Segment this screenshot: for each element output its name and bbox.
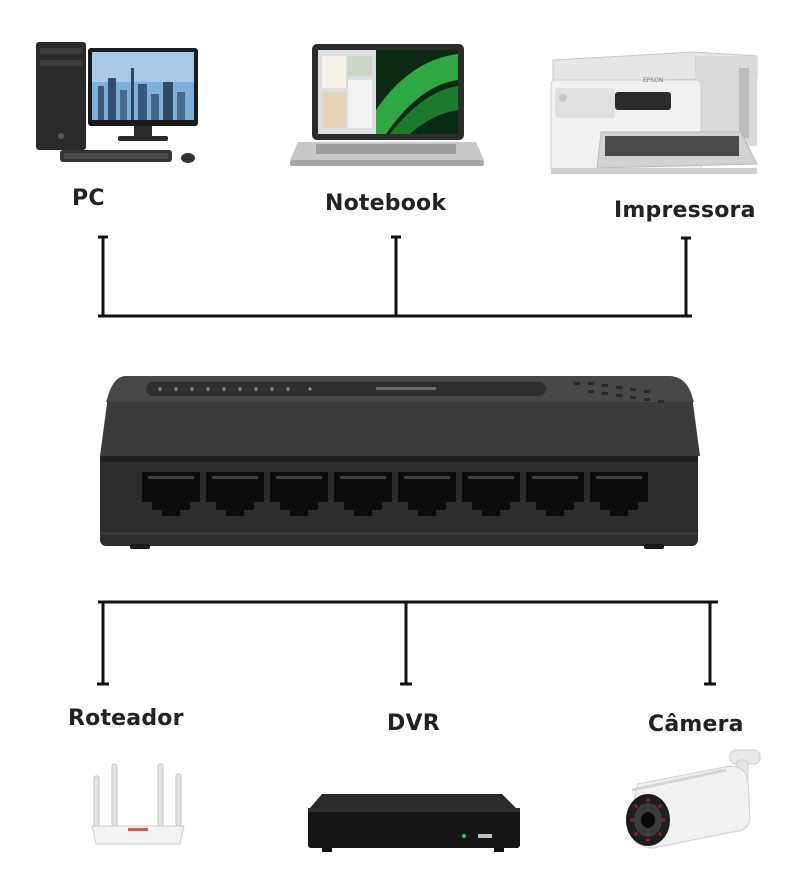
dvr-device [302,790,524,856]
switch-port-5 [398,472,456,516]
notebook-device [290,40,485,178]
switch-port-3 [270,472,328,516]
switch-port-7 [526,472,584,516]
network-switch [96,372,702,552]
security-camera-icon [626,749,761,849]
printer-device: EPSON [545,38,765,180]
camera-device [618,744,768,859]
switch-ports [142,472,648,516]
pc-device [30,38,205,173]
switch-port-6 [462,472,520,516]
printer-icon: EPSON [550,51,758,174]
notebook-label: Notebook [325,191,447,216]
camera-label: Câmera [648,712,744,737]
wifi-router-icon [91,763,185,845]
pc-label: PC [72,186,105,211]
dvr-label: DVR [387,711,440,736]
switch-port-8 [590,472,648,516]
router-device [86,760,190,850]
switch-port-4 [334,472,392,516]
printer-label: Impressora [614,198,756,223]
router-label: Roteador [68,706,184,731]
dvr-box-icon [308,794,520,852]
switch-port-2 [206,472,264,516]
switch-port-1 [142,472,200,516]
laptop-icon [290,44,484,166]
desktop-computer-icon [36,42,198,163]
svg-text:EPSON: EPSON [643,77,663,84]
network-switch-icon [100,376,700,549]
